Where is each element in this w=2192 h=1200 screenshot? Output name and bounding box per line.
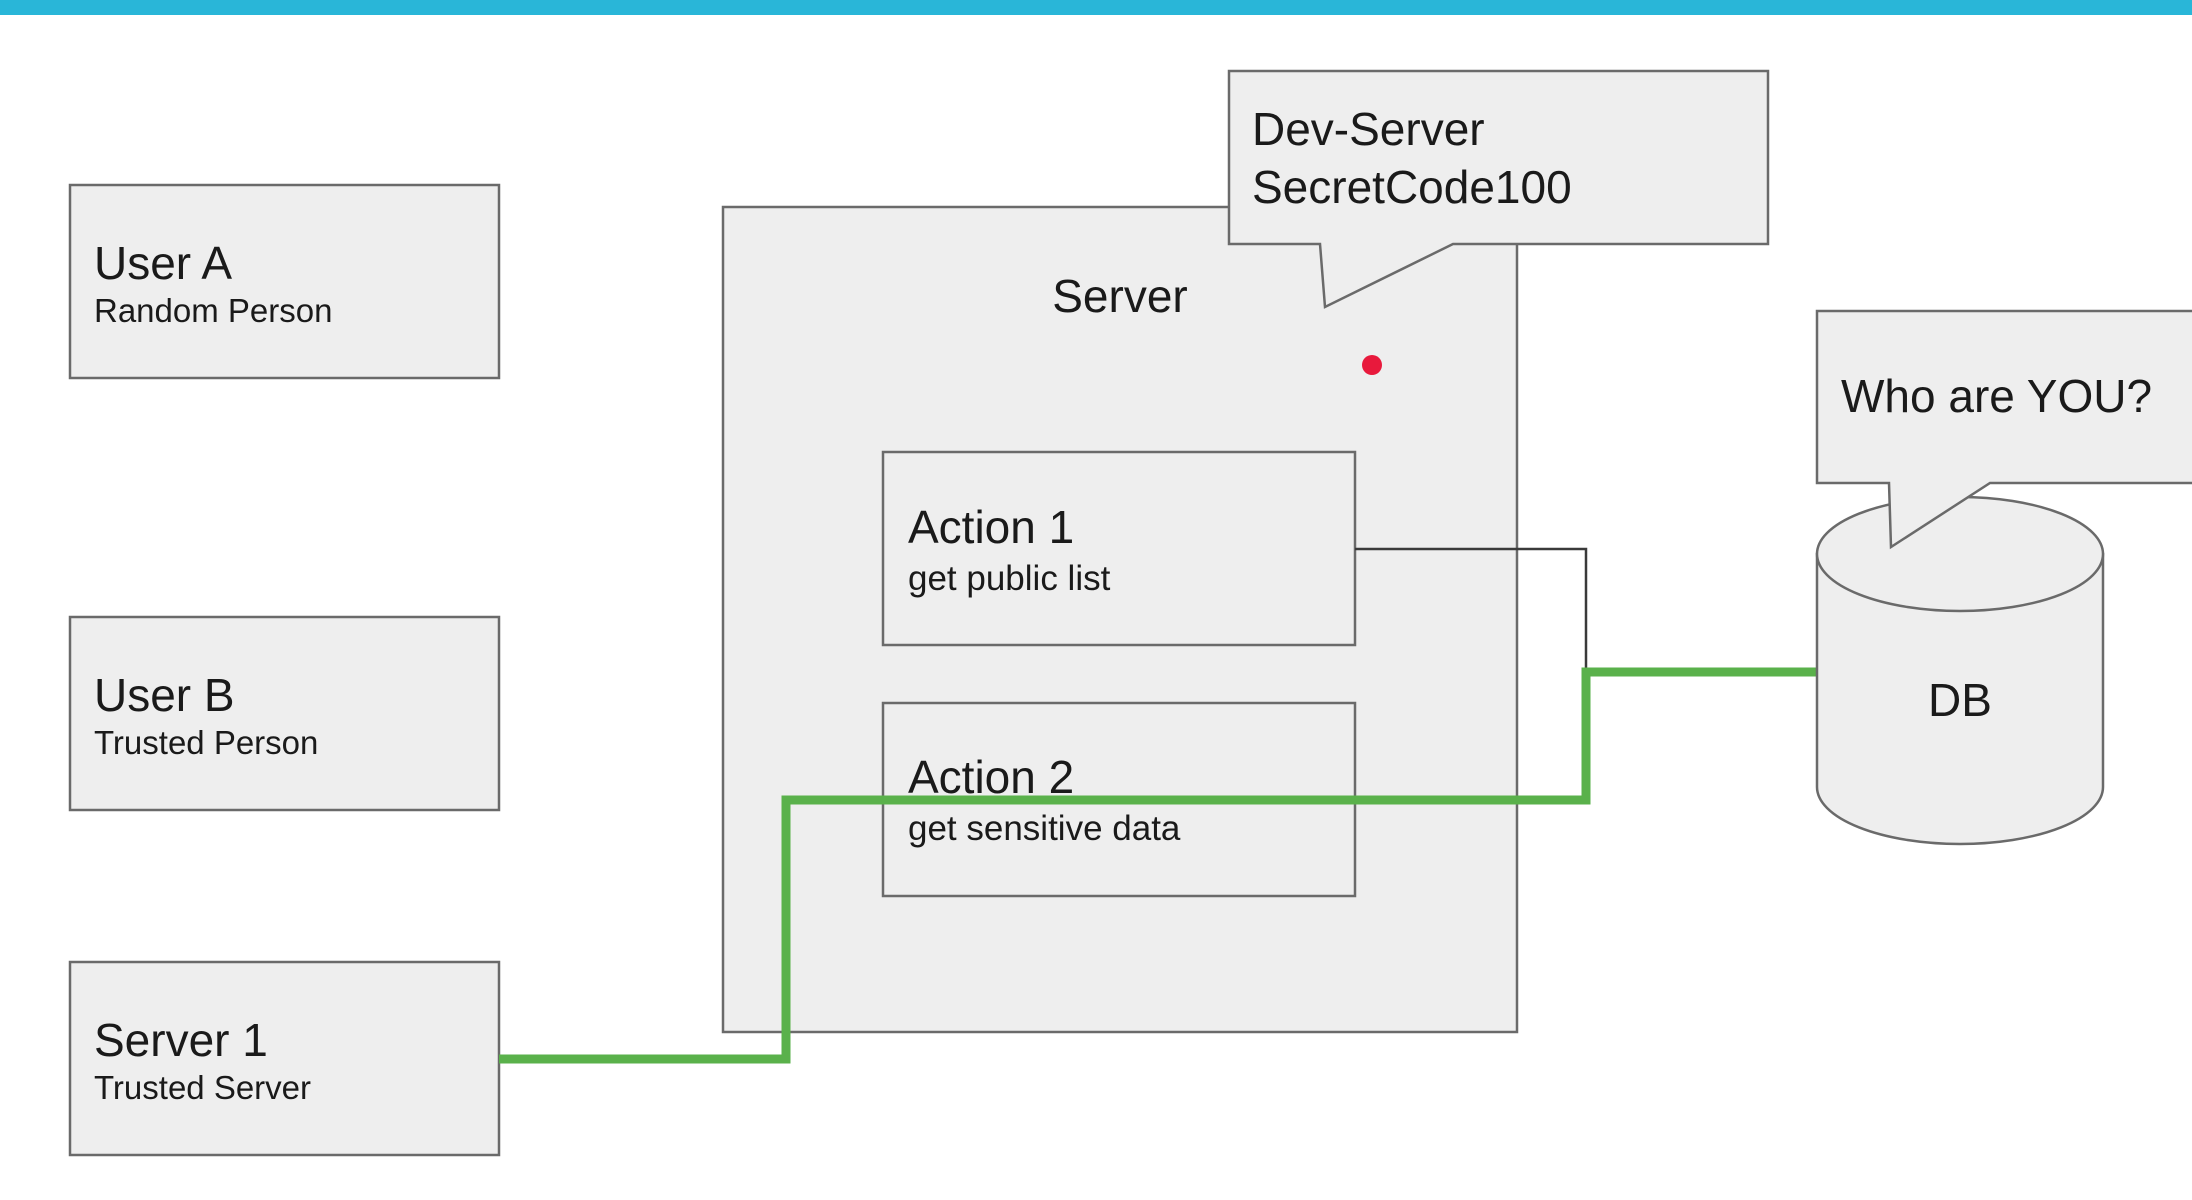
user-b-box: User B Trusted Person [68,615,501,812]
server-1-box: Server 1 Trusted Server [68,960,501,1157]
trusted-path-connector [499,667,1817,1064]
db-question-text: Who are YOU? [1841,370,2152,422]
db-cylinder: DB [1815,495,2105,846]
server-1-subtitle: Trusted Server [94,1069,311,1106]
db-label: DB [1928,674,1992,726]
user-b-title: User B [94,669,235,721]
action-1-box: Action 1 get public list [881,450,1357,647]
pointer-dot [1362,355,1382,375]
action-2-subtitle: get sensitive data [908,809,1181,848]
user-a-box: User A Random Person [68,183,501,380]
user-b-subtitle: Trusted Person [94,724,318,761]
user-a-title: User A [94,237,232,289]
dev-server-callout: Dev-Server SecretCode100 [1227,69,1770,309]
server-title: Server [1052,270,1187,322]
action-2-title: Action 2 [908,751,1074,803]
user-a-subtitle: Random Person [94,292,332,329]
db-question-callout: Who are YOU? [1815,309,2192,550]
server-1-title: Server 1 [94,1014,268,1066]
action-1-title: Action 1 [908,501,1074,553]
dev-server-line2: SecretCode100 [1252,161,1572,213]
top-accent-bar [0,0,2192,15]
action-1-connector [1355,547,1588,672]
action-1-subtitle: get public list [908,559,1111,598]
dev-server-line1: Dev-Server [1252,103,1485,155]
